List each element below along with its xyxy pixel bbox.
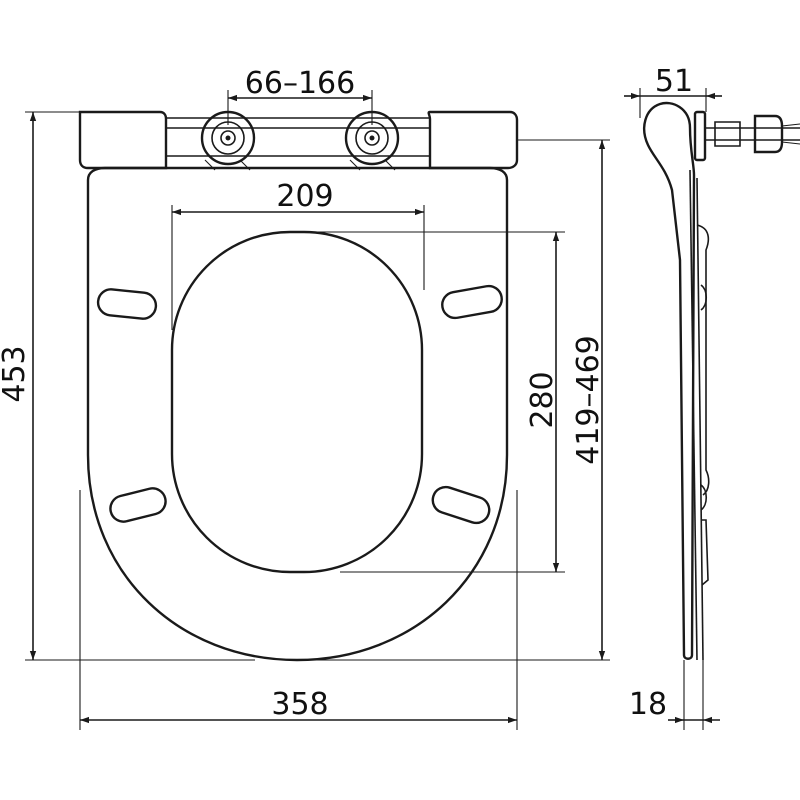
bumper-slot-bottom-left <box>109 487 167 523</box>
side-height-label: 51 <box>655 64 693 99</box>
dimension-total-width: 358 <box>79 490 518 730</box>
thickness-label: 18 <box>629 687 667 722</box>
mount-length-label: 419–469 <box>571 335 606 465</box>
bumper-slot-top-right <box>441 284 503 320</box>
seat-opening <box>170 230 424 574</box>
dimension-inner-length: 280 <box>310 231 565 573</box>
seat-outline <box>86 166 509 662</box>
bumper-slot-top-left <box>96 288 158 320</box>
dimension-hinge-spacing: 66–166 <box>227 66 373 125</box>
hinge-block-right <box>427 110 519 170</box>
inner-width-label: 209 <box>276 179 333 214</box>
dimension-total-length: 453 <box>0 111 255 661</box>
dimension-inner-width: 209 <box>171 179 425 330</box>
inner-length-label: 280 <box>525 371 560 428</box>
seat-top-view <box>78 110 519 662</box>
hinge-spacing-label: 66–166 <box>245 66 355 101</box>
dimension-side-height: 51 <box>624 64 722 118</box>
total-width-label: 358 <box>271 687 328 722</box>
dimension-thickness: 18 <box>629 660 720 730</box>
side-hinge-head <box>643 101 696 660</box>
hinge-boss-left <box>200 110 256 171</box>
dimension-mount-length: 419–469 <box>300 139 610 661</box>
total-length-label: 453 <box>0 345 32 402</box>
seat-side-view <box>643 101 800 661</box>
hinge-block-left <box>78 110 168 170</box>
mounting-bolt <box>693 110 800 162</box>
bumper-slot-bottom-right <box>431 485 491 525</box>
